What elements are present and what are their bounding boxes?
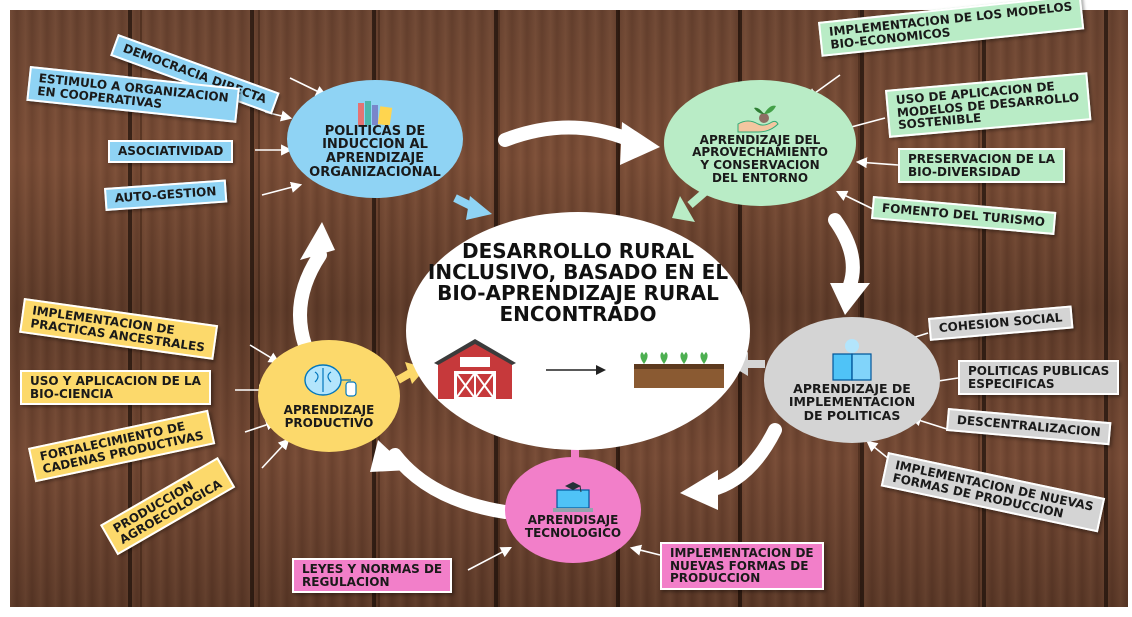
hub-environment-label: APRENDIZAJE DEL APROVECHAMIENTO Y CONSER… — [692, 132, 828, 185]
reading-person-icon — [832, 339, 872, 381]
tag-biodiversidad: PRESERVACION DE LA BIO-DIVERSIDAD — [898, 148, 1066, 184]
hub-implementation-label: APRENDIZAJE DE IMPLEMENTACION DE POLITIC… — [788, 381, 916, 423]
flow-arrowhead-5 — [300, 222, 335, 260]
flow-arrowhead-3 — [680, 470, 718, 510]
brain-computer-icon — [304, 364, 357, 398]
center-hub: DESARROLLO RURAL INCLUSIVO, BASADO EN EL… — [406, 212, 750, 450]
barn-icon — [434, 339, 516, 399]
seedling-tray-icon — [634, 352, 724, 388]
flow-arrow-2 — [828, 213, 860, 292]
hub-policies-label: POLITICAS DE INDUCCION AL APRENDIZAJE OR… — [309, 123, 441, 180]
flow-arrow-4 — [388, 448, 512, 519]
flow-arrow-1 — [498, 120, 637, 147]
tag-leyes-normas: LEYES Y NORMAS DE REGULACION — [292, 558, 453, 594]
flow-arrow-3 — [703, 423, 782, 497]
flow-arrowhead-4 — [370, 440, 410, 472]
hub-technological: APRENDISAJE TECNOLOGICO — [505, 457, 641, 563]
hub-policies: POLITICAS DE INDUCCION AL APRENDIZAJE OR… — [287, 80, 463, 198]
hub-productive: APRENDIZAJE PRODUCTIVO — [258, 340, 400, 452]
flow-arrowhead-2 — [830, 283, 870, 315]
tag-asociatividad: ASOCIATIVIDAD — [108, 140, 234, 163]
hub-environment: APRENDIZAJE DEL APROVECHAMIENTO Y CONSER… — [664, 80, 856, 206]
hand-plant-icon — [737, 105, 779, 133]
flow-arrow-5 — [293, 248, 327, 352]
tag-politicas-publicas: POLITICAS PUBLICAS ESPECIFICAS — [958, 360, 1120, 396]
center-title: DESARROLLO RURAL INCLUSIVO, BASADO EN EL… — [427, 239, 729, 326]
hub-implementation: APRENDIZAJE DE IMPLEMENTACION DE POLITIC… — [764, 317, 940, 443]
books-icon — [358, 100, 393, 125]
tag-nuevas-formas-pink: IMPLEMENTACION DE NUEVAS FORMAS DE PRODU… — [660, 542, 824, 590]
flow-arrowhead-1 — [620, 122, 660, 165]
hub-technological-label: APRENDISAJE TECNOLOGICO — [524, 513, 622, 540]
hub-productive-label: APRENDIZAJE PRODUCTIVO — [283, 403, 375, 430]
laptop-graduate-icon — [553, 482, 593, 513]
arrow-right-icon — [546, 365, 606, 375]
tag-bio-ciencia: USO Y APLICACION DE LA BIO-CIENCIA — [20, 370, 211, 406]
